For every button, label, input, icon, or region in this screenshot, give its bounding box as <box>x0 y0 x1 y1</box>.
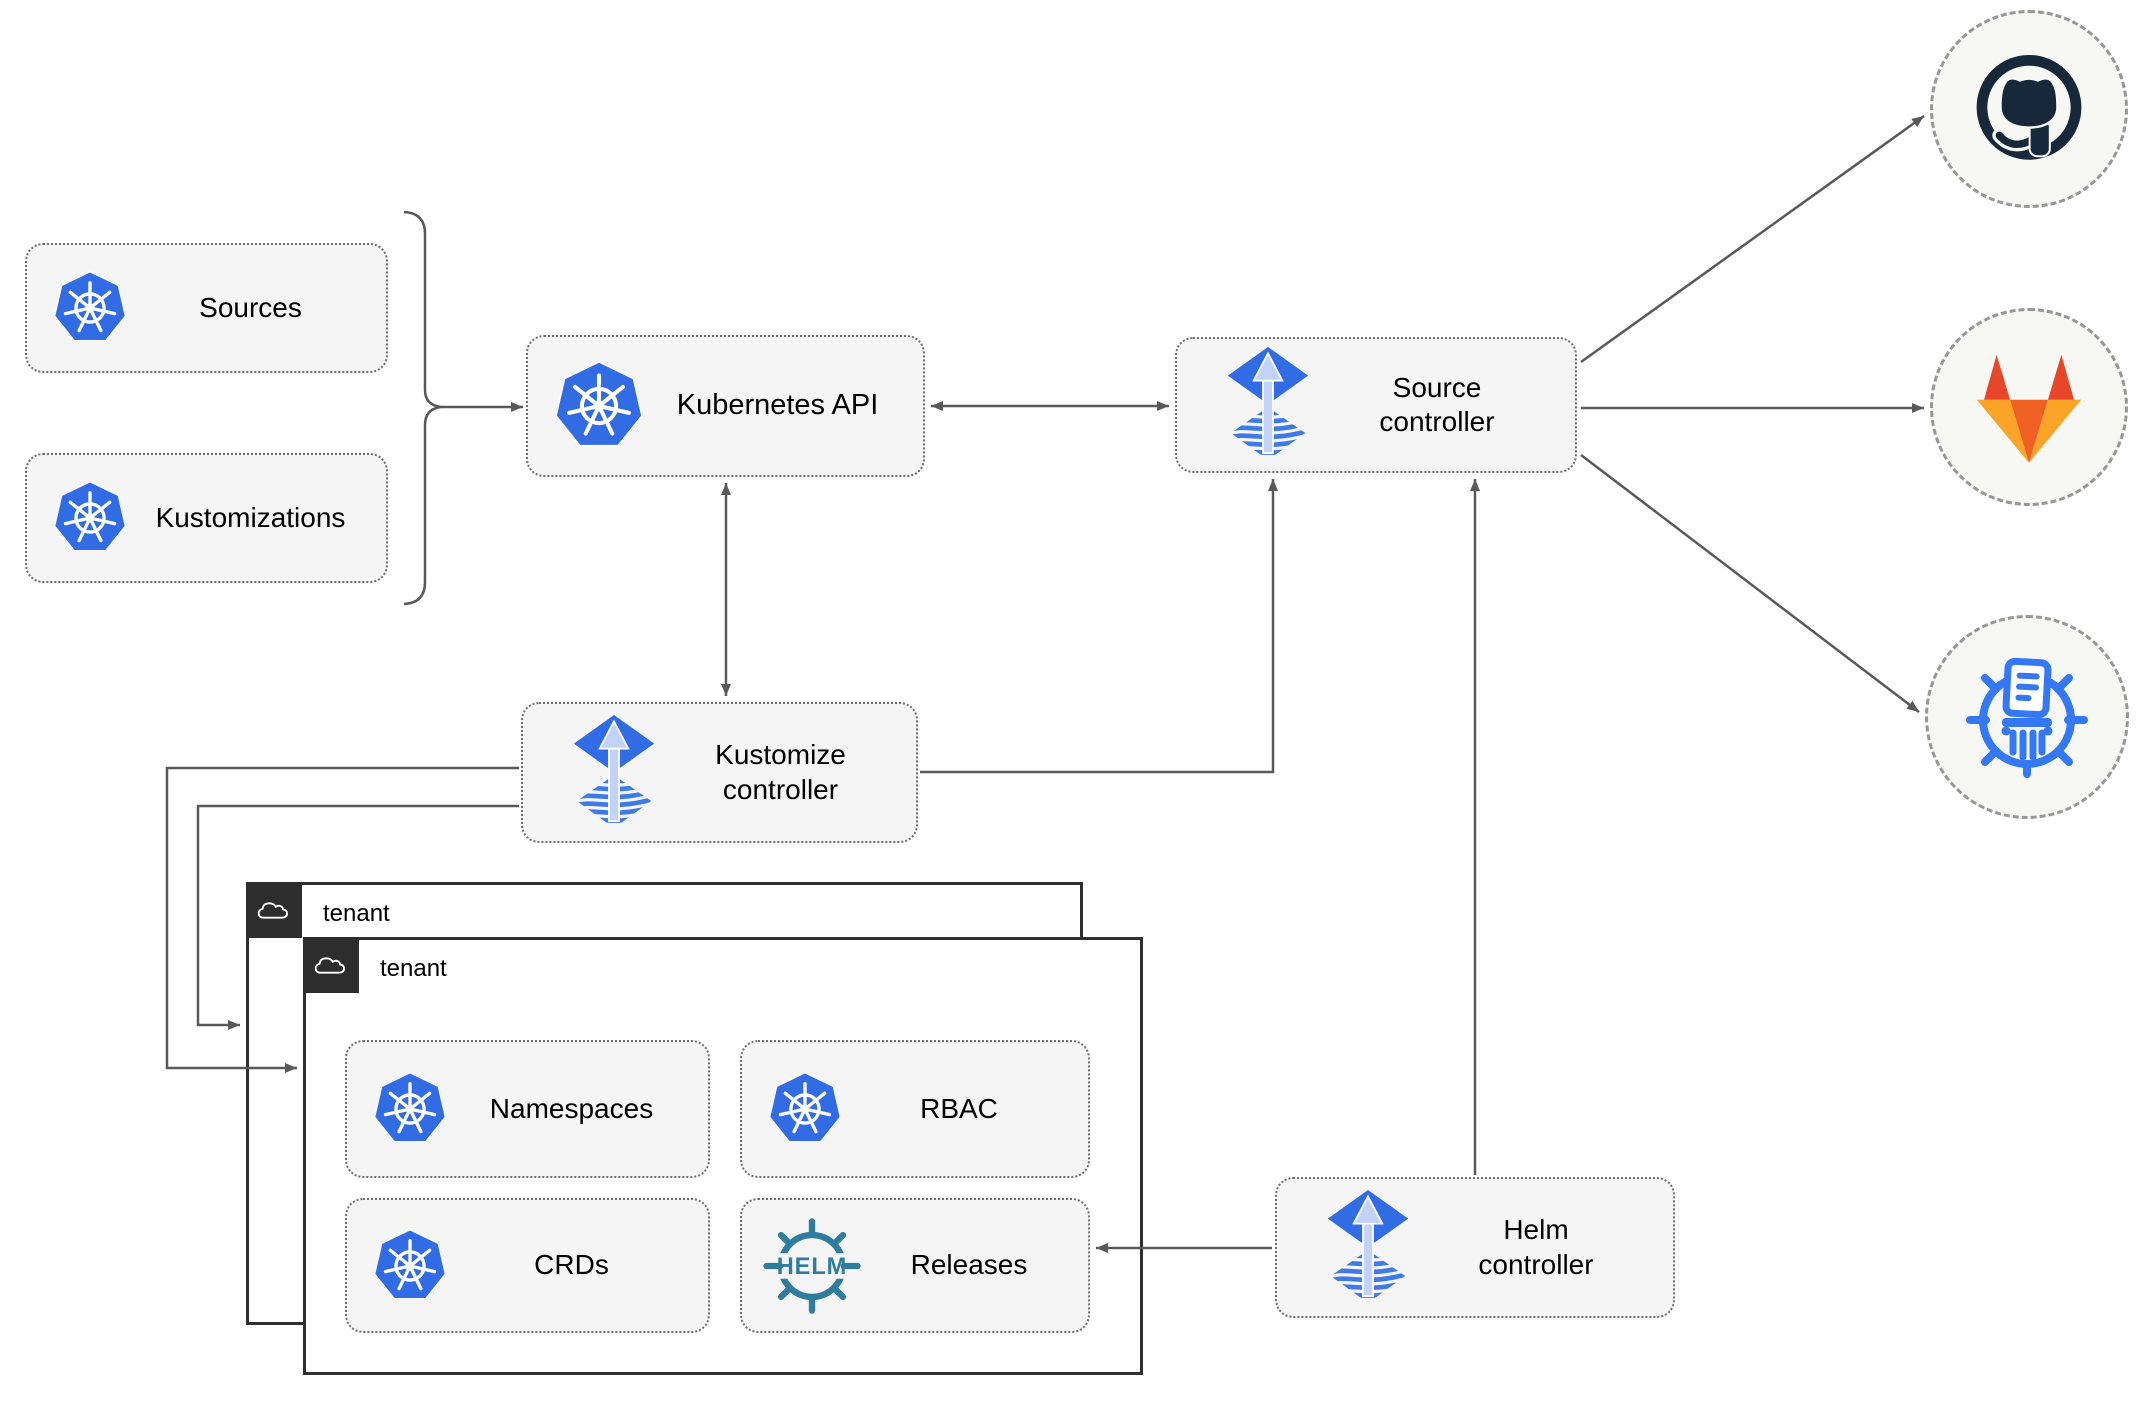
node-sources-label: Sources <box>199 291 302 323</box>
helm-icon: HELM <box>762 1216 862 1316</box>
gitlab-target-circle <box>1930 308 2128 506</box>
kubernetes-icon <box>554 361 644 451</box>
kubernetes-icon <box>373 1072 447 1146</box>
node-sources: Sources <box>25 243 388 373</box>
edge-source-to-registry <box>1580 454 1920 713</box>
cloud-icon <box>246 882 302 938</box>
node-kustomize-controller-label: Kustomize controller <box>715 739 846 805</box>
github-icon <box>1963 43 2095 175</box>
edge-kustomize-to-source-controller <box>920 479 1278 774</box>
kubernetes-icon <box>768 1072 842 1146</box>
flux-icon <box>571 712 657 834</box>
node-kustomize-controller: Kustomize controller <box>521 702 918 843</box>
node-helm-controller-label: Helm controller <box>1478 1214 1594 1280</box>
node-crds-label: CRDs <box>534 1249 609 1281</box>
node-kubernetes-api-label: Kubernetes API <box>676 389 879 422</box>
cloud-icon <box>303 937 359 993</box>
artifact-registry-icon <box>1962 652 2092 782</box>
node-kustomizations: Kustomizations <box>25 453 388 583</box>
node-kubernetes-api: Kubernetes API <box>526 335 925 477</box>
flux-icon <box>1325 1187 1411 1309</box>
kubernetes-icon <box>373 1228 447 1303</box>
inner-tenant-label: tenant <box>380 955 447 982</box>
node-namespaces: Namespaces <box>345 1040 710 1178</box>
edge-source-to-github <box>1580 114 1925 364</box>
brace-sources-group <box>403 210 442 606</box>
github-target-circle <box>1930 10 2128 208</box>
node-releases-label: Releases <box>910 1249 1028 1281</box>
outer-tenant-label: tenant <box>323 900 390 927</box>
node-crds: CRDs <box>345 1198 710 1333</box>
node-source-controller: Source controller <box>1175 337 1577 473</box>
node-source-controller-label: Source controller <box>1379 371 1495 437</box>
kubernetes-icon <box>53 271 127 345</box>
node-kustomizations-label: Kustomizations <box>155 501 346 533</box>
gitlab-icon <box>1966 344 2092 470</box>
node-releases: HELM Releases <box>740 1198 1090 1333</box>
node-rbac: RBAC <box>740 1040 1090 1178</box>
node-helm-controller: Helm controller <box>1275 1177 1675 1318</box>
helm-wheel-text: HELM <box>777 1254 848 1280</box>
kubernetes-icon <box>53 481 127 555</box>
flux-icon <box>1225 344 1311 466</box>
node-namespaces-label: Namespaces <box>489 1092 654 1124</box>
node-rbac-label: RBAC <box>920 1092 998 1124</box>
artifact-registry-target-circle <box>1925 615 2129 819</box>
